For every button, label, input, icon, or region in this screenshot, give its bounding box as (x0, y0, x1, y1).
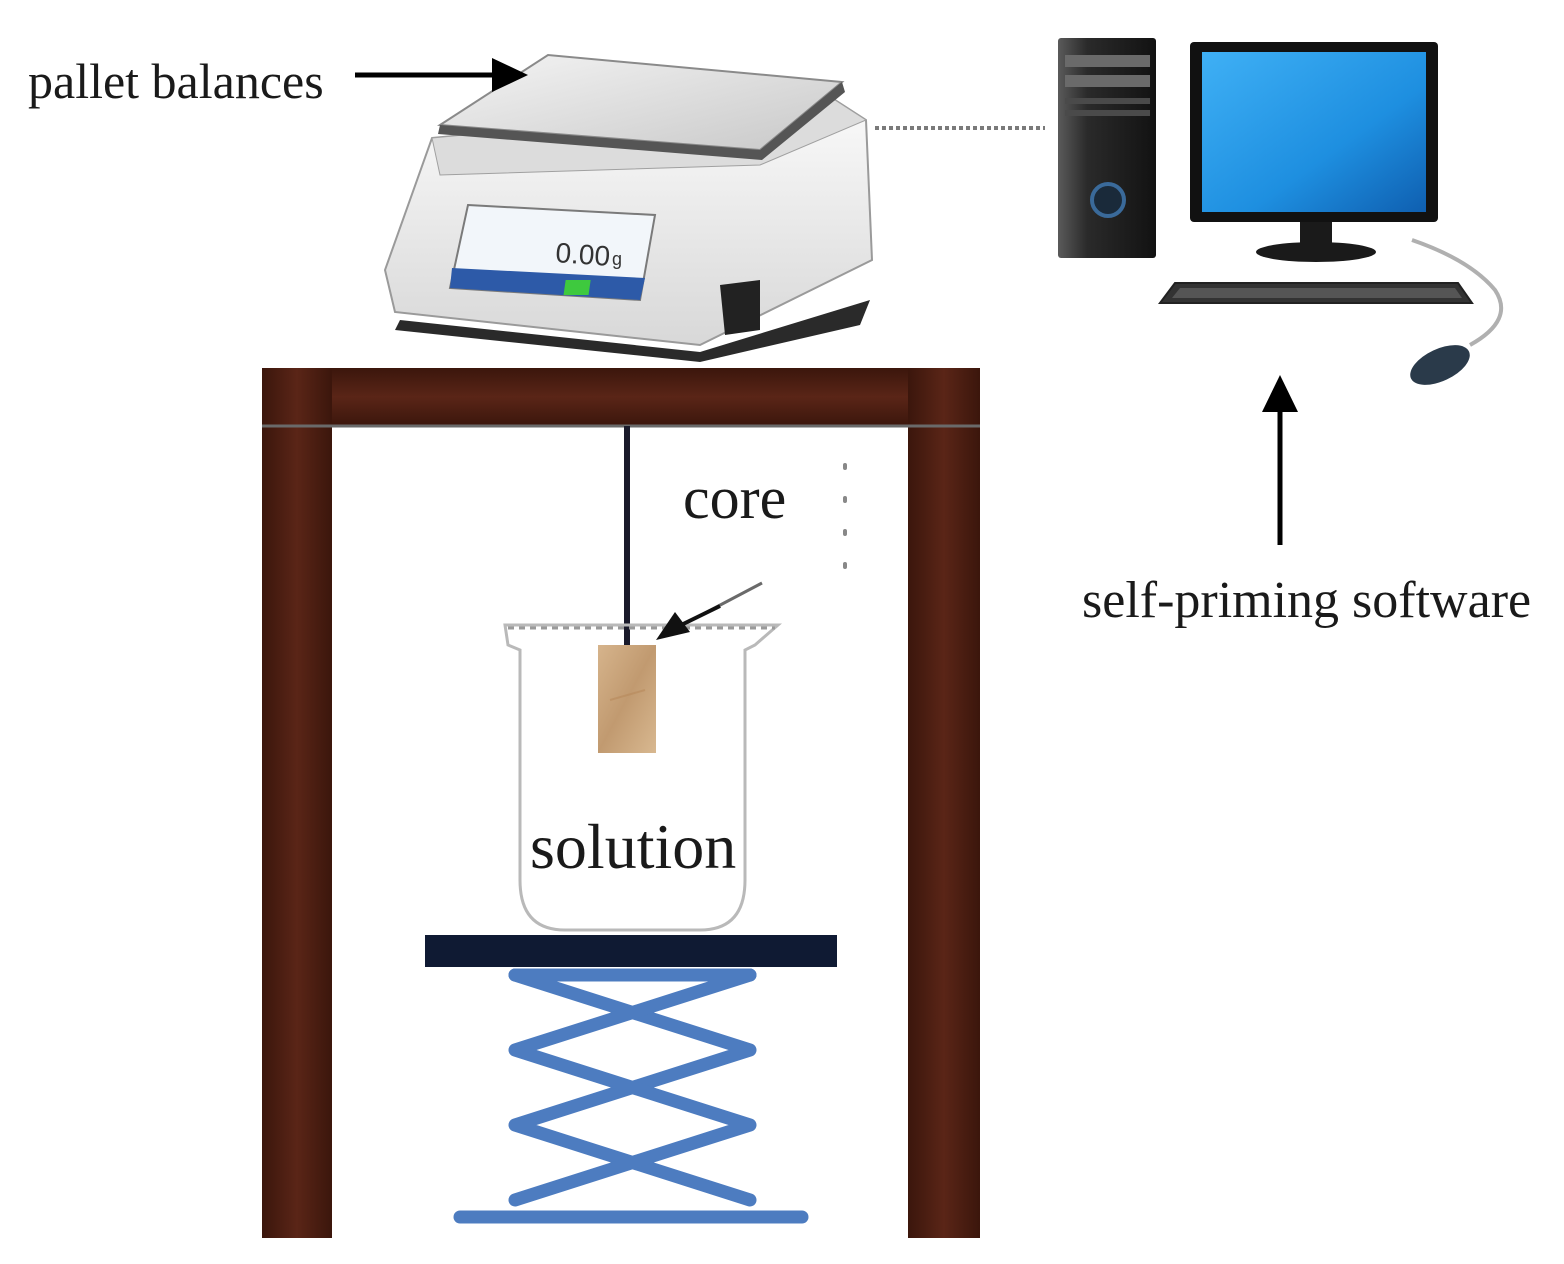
core-pointer-arrow (656, 581, 763, 640)
pallet-balance: 0.00 g (383, 53, 874, 362)
balance-foot (720, 280, 760, 335)
display-reading: 0.00 (555, 237, 612, 272)
core-texture (609, 689, 646, 701)
computer (1058, 38, 1504, 385)
frame-left-leg (262, 368, 332, 1238)
software-label-arrow (1262, 375, 1298, 545)
display-unit: g (612, 249, 622, 269)
balance-base-shadow (395, 300, 870, 362)
beaker-outline (503, 623, 783, 932)
computer-tower (1058, 38, 1156, 258)
display-indicator (563, 280, 591, 295)
label-pallet-balances: pallet balances (28, 53, 324, 109)
pan-rim (438, 82, 845, 160)
label-self-priming-software: self-priming software (1082, 572, 1531, 629)
computer-mouse (1410, 345, 1470, 385)
beaker (503, 623, 783, 932)
computer-monitor (1190, 42, 1438, 262)
lift-platform (425, 935, 837, 967)
label-core: core (683, 465, 786, 531)
frame-right-leg (908, 368, 980, 1238)
monitor-screen (1202, 52, 1426, 212)
wooden-frame (262, 368, 980, 1238)
power-button-icon (1090, 182, 1126, 218)
display-bar (450, 268, 645, 300)
scissor-lift (453, 968, 809, 1224)
frame-top-beam (262, 368, 980, 426)
label-solution: solution (530, 811, 736, 882)
core-sample (598, 645, 656, 753)
balance-label-arrow (355, 58, 528, 92)
mouse-cable (1411, 238, 1504, 347)
